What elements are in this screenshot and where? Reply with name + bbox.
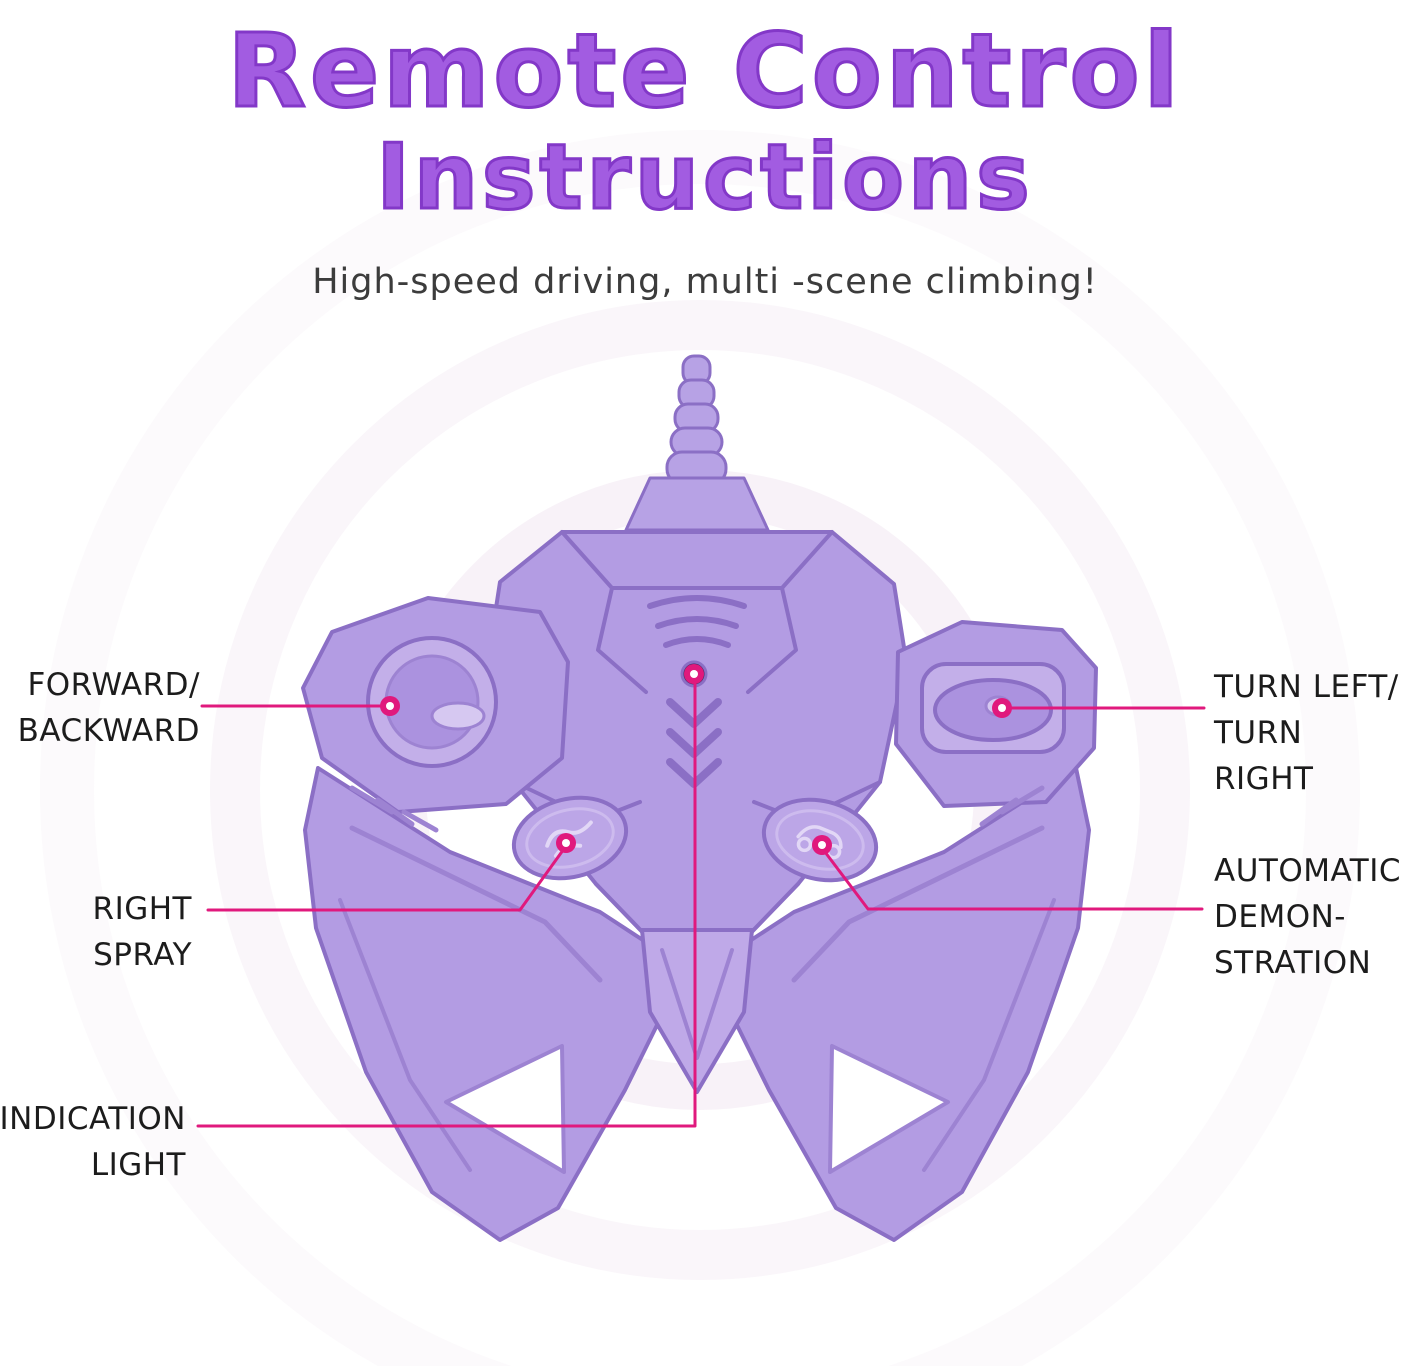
speaker-grille xyxy=(647,595,747,648)
callout-lines xyxy=(196,682,1206,1128)
callout-label-indication-light: INDICATION LIGHT xyxy=(0,1101,186,1183)
callout-dot-forward-backward xyxy=(380,696,400,716)
callout-dot-demo xyxy=(812,835,832,855)
title-line-2: Instructions xyxy=(375,125,1034,231)
callout-label-right-spray: RIGHT SPRAY xyxy=(92,891,192,973)
callout-dot-turn xyxy=(992,698,1012,718)
callout-label-automatic-demonstration: AUTOMATIC DEMON- STRATION xyxy=(1214,853,1402,981)
antenna xyxy=(624,354,770,532)
controller xyxy=(196,354,1206,1242)
forward-backward-wheel xyxy=(366,636,498,768)
right-grip xyxy=(730,766,1091,1242)
callout-label-forward-backward: FORWARD/ BACKWARD xyxy=(17,667,200,749)
callout-dot-led xyxy=(684,664,704,684)
callout-label-turn-left-right: TURN LEFT/ TURN RIGHT xyxy=(1214,669,1399,797)
left-pod-ridges xyxy=(349,785,439,833)
subtitle: High-speed driving, multi -scene climbin… xyxy=(312,262,1098,302)
center-crest xyxy=(640,928,754,1094)
callout-dots xyxy=(380,664,1012,855)
title-line-1: Remote Control xyxy=(226,12,1183,131)
left-grip xyxy=(303,766,664,1242)
callout-dot-spray xyxy=(556,833,576,853)
right-pod-ridges xyxy=(979,785,1045,827)
